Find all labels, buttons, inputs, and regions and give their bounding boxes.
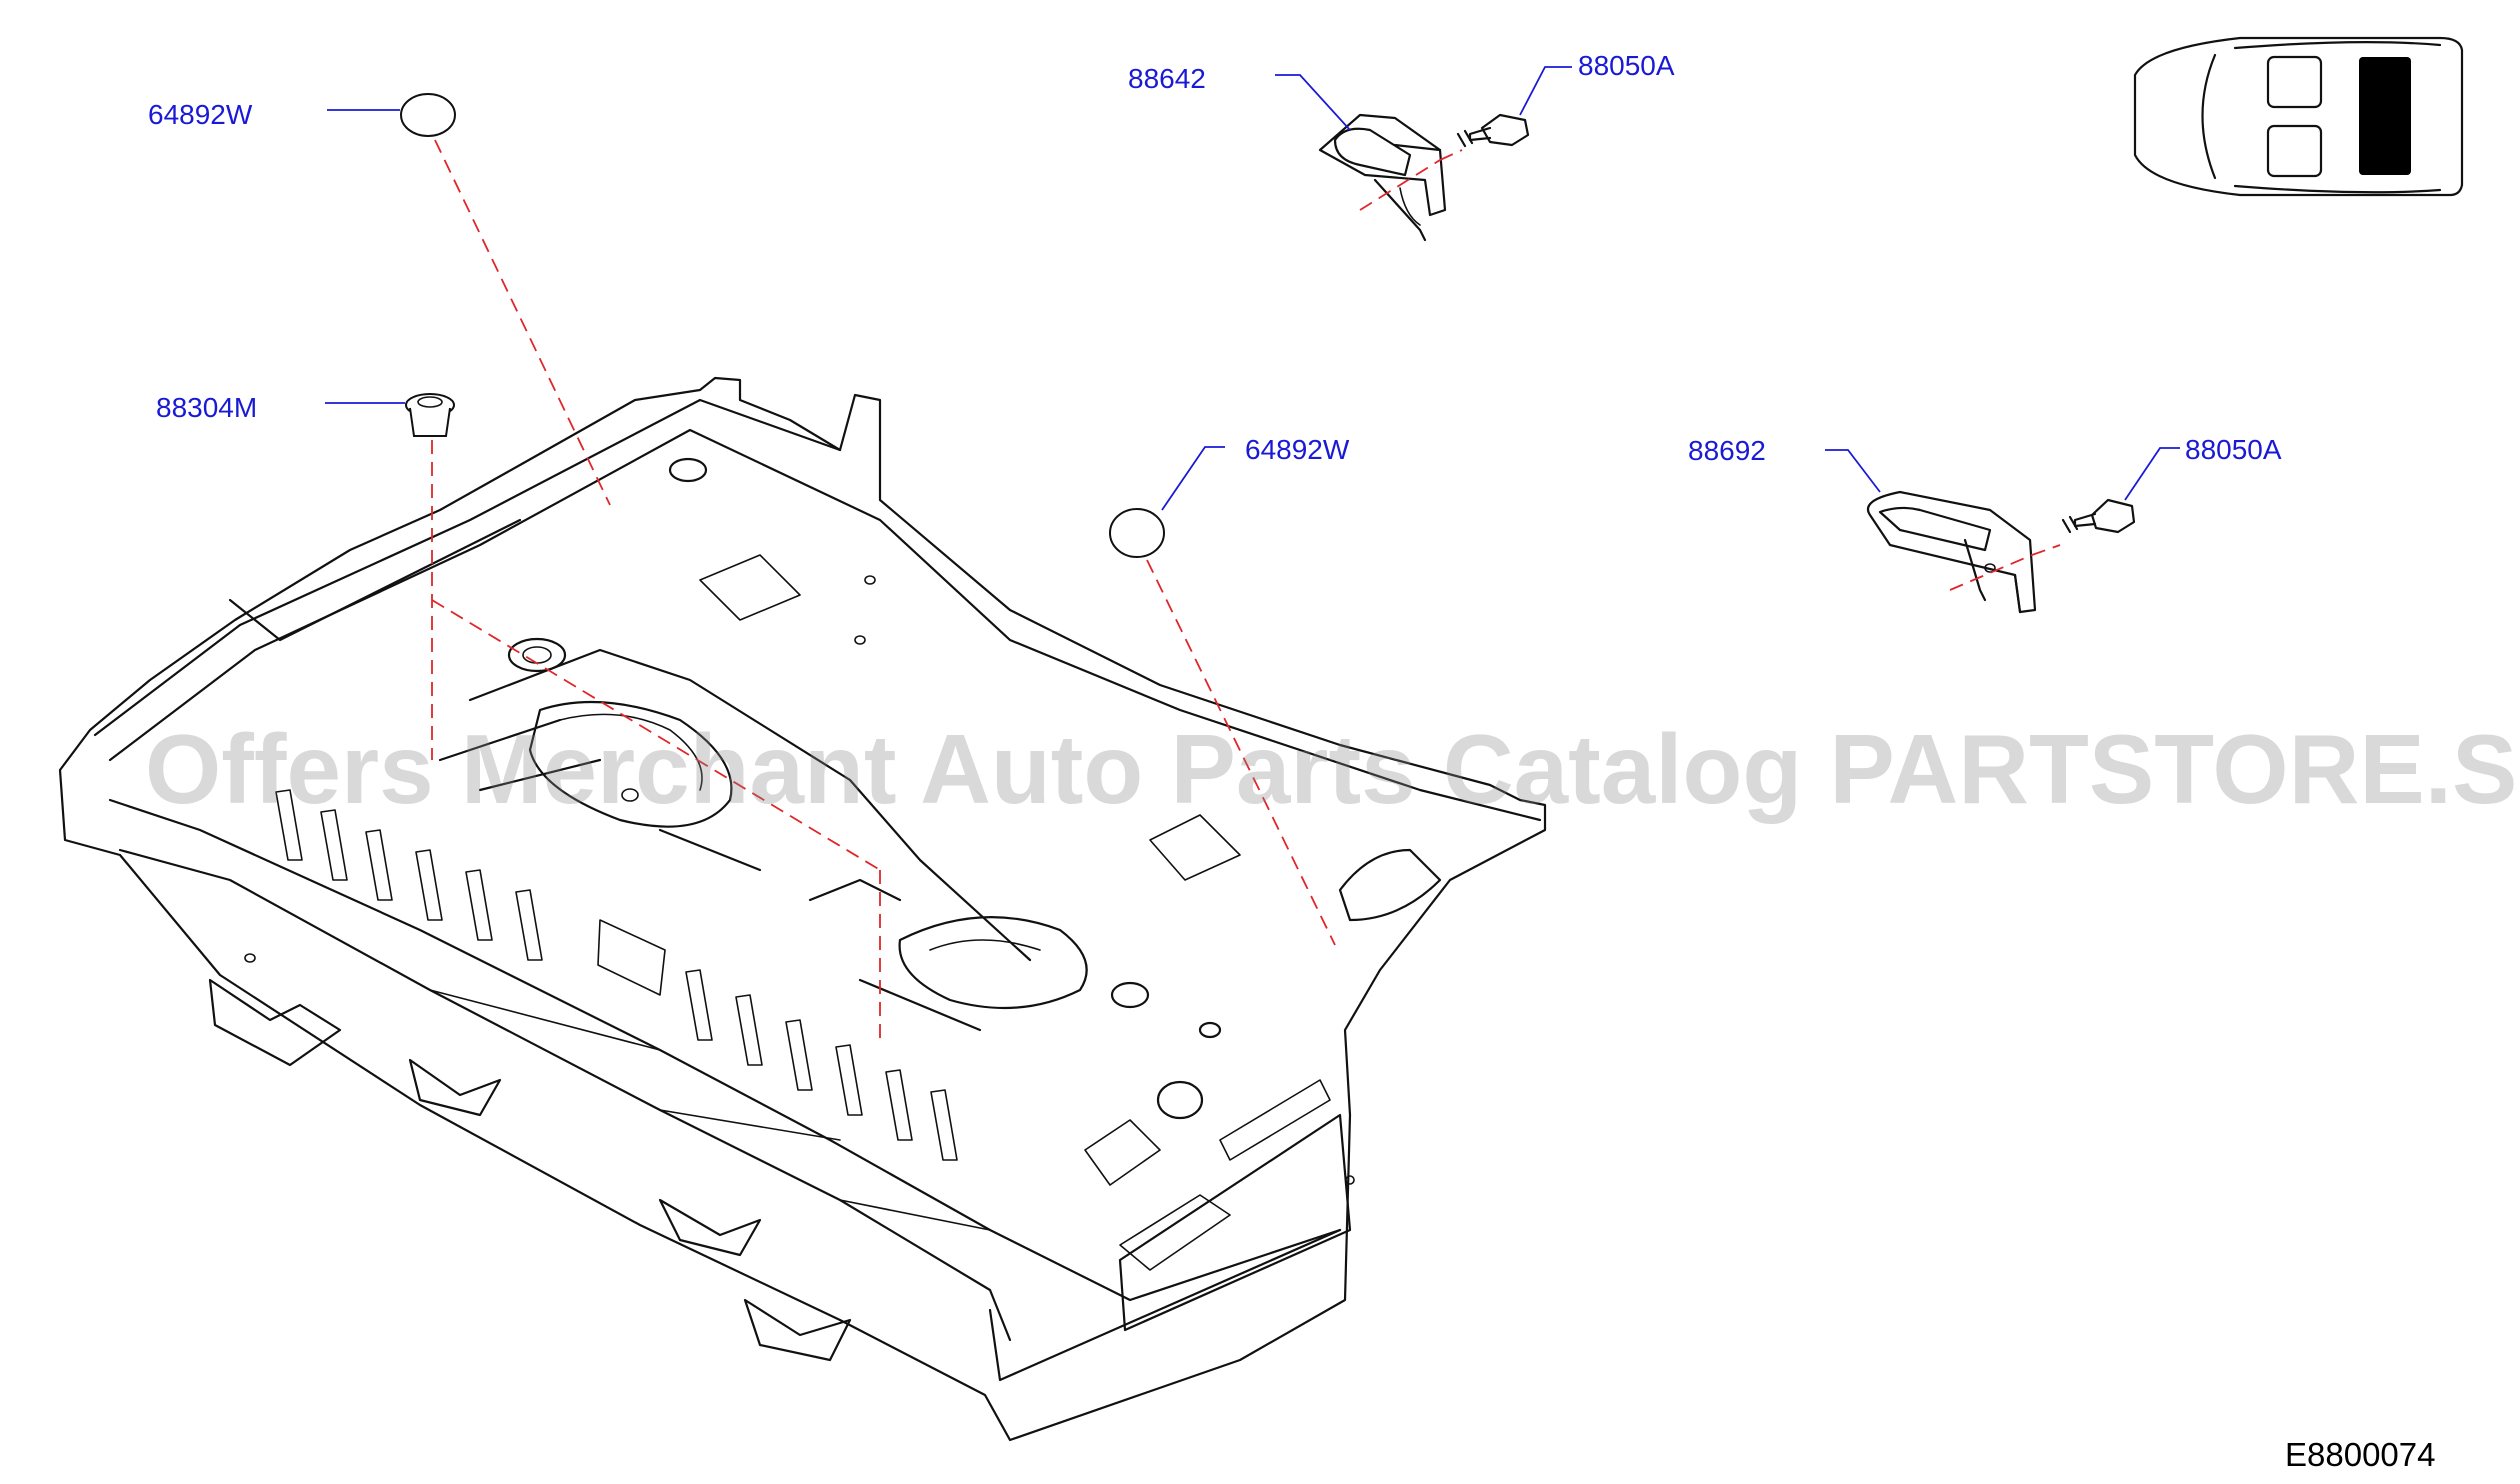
callout-64892w-center: 64892W bbox=[1245, 434, 1350, 465]
callout-88692: 88692 bbox=[1688, 435, 1766, 466]
plug-64892w-center bbox=[1109, 508, 1165, 558]
leader-lines bbox=[325, 66, 2180, 511]
bolt-88050a-right bbox=[2061, 498, 2136, 534]
assembly-centerlines bbox=[431, 139, 2061, 1040]
watermark-text: Offers Merchant Auto Parts Catalog PARTS… bbox=[145, 714, 2520, 824]
rear-floor-panel bbox=[58, 376, 1547, 1442]
callout-88050a-upper: 88050A bbox=[1578, 50, 1675, 81]
callout-64892w-top: 64892W bbox=[148, 99, 253, 130]
highlighted-area-marker bbox=[2359, 57, 2411, 175]
callout-88304m: 88304M bbox=[156, 392, 257, 423]
valance-slots bbox=[275, 789, 958, 1161]
callout-88642: 88642 bbox=[1128, 63, 1206, 94]
bolt-88050a-upper bbox=[1456, 113, 1530, 148]
hook-bracket-88642 bbox=[1318, 113, 1447, 242]
car-seat-front-icon bbox=[2266, 55, 2323, 109]
diagram-code: E8800074 bbox=[2285, 1436, 2435, 1473]
car-seat-rear-icon bbox=[2266, 124, 2323, 178]
car-locator-icon bbox=[2133, 36, 2464, 197]
callout-88050a-right: 88050A bbox=[2185, 434, 2282, 465]
plug-64892w bbox=[400, 93, 456, 137]
hook-bracket-88692 bbox=[1867, 490, 2037, 614]
grommet-88304m bbox=[405, 393, 455, 437]
